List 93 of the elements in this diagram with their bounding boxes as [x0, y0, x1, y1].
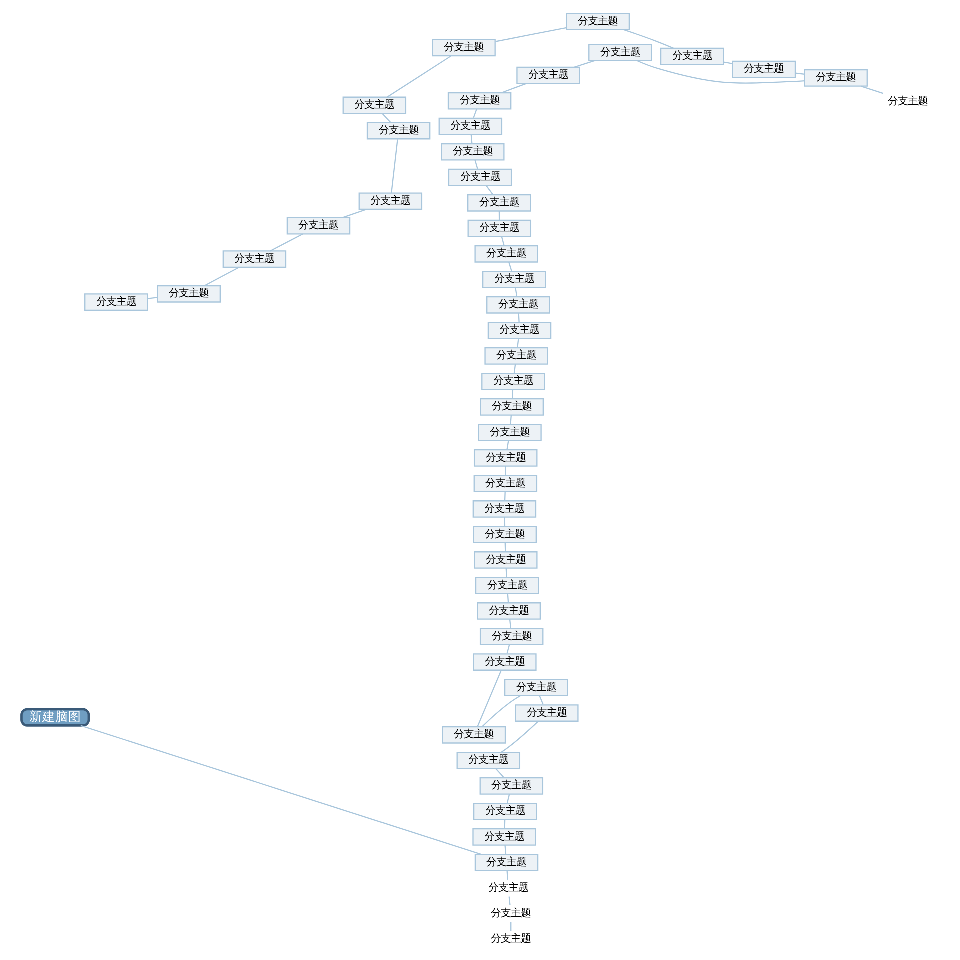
connector	[518, 312, 520, 322]
node-box: 分支主题	[358, 192, 422, 210]
node-box: 分支主题	[472, 526, 536, 543]
connector	[382, 113, 391, 123]
connector	[505, 568, 507, 577]
connector	[795, 72, 804, 74]
node-box: 分支主题	[474, 551, 538, 568]
connector	[80, 724, 482, 855]
node-box: 分支主题	[479, 628, 544, 645]
connector	[500, 236, 504, 246]
node-box: 分支主题	[476, 602, 541, 620]
node-box: 分支主题	[366, 122, 430, 140]
connector	[342, 208, 366, 218]
node-box: 分支主题	[472, 500, 536, 518]
node-box: 分支主题	[440, 142, 504, 160]
node-box: 分支主题	[804, 68, 868, 86]
node-text: 分支主题	[887, 94, 928, 107]
connector	[470, 134, 472, 144]
connector	[506, 593, 509, 602]
node-box: 分支主题	[472, 802, 537, 820]
connector	[538, 695, 544, 704]
connector	[623, 28, 674, 48]
node-box: 分支主题	[487, 321, 552, 339]
node-box: 分支主题	[481, 372, 545, 390]
connector	[147, 296, 157, 299]
node-box: 分支主题	[474, 244, 538, 262]
node-box: 分支主题	[473, 449, 538, 466]
node-box: 分支主题	[516, 66, 580, 84]
node-box: 分支主题	[438, 117, 502, 135]
node-box: 分支主题	[474, 576, 539, 594]
node-box: 分支主题	[484, 346, 548, 364]
connector	[723, 61, 732, 64]
node-box: 分支主题	[84, 293, 148, 310]
connector	[476, 670, 502, 726]
node-box: 分支主题	[660, 47, 724, 65]
connector	[482, 694, 520, 727]
connector	[506, 440, 509, 450]
node-text: 分支主题	[488, 881, 528, 894]
node-box: 分支主题	[222, 250, 286, 268]
node-box: 分支主题	[473, 474, 538, 492]
node-box: 分支主题	[478, 424, 542, 441]
connector	[574, 60, 594, 68]
node-box: 分支主题	[467, 194, 531, 212]
connector	[506, 644, 510, 654]
node-box: 分支主题	[456, 751, 520, 769]
connector	[270, 233, 303, 252]
node-box: 分支主题	[566, 12, 630, 30]
node-box: 分支主题	[482, 270, 546, 288]
node-box: 分支主题	[447, 92, 512, 110]
node-box: 分支主题	[514, 704, 578, 722]
node-text: 分支主题	[490, 906, 531, 919]
connector	[508, 896, 510, 906]
node-box: 分支主题	[504, 678, 568, 696]
connector	[386, 55, 452, 98]
node-box: 分支主题	[342, 96, 406, 114]
connector	[508, 618, 511, 628]
node-box: 分支主题	[467, 219, 531, 237]
node-box: 分支主题	[448, 168, 512, 186]
node-box: 分支主题	[286, 216, 350, 234]
connector	[504, 491, 506, 500]
connector	[501, 82, 526, 93]
connector	[508, 262, 512, 271]
connector	[474, 160, 478, 169]
connector	[390, 139, 398, 193]
connector	[495, 768, 504, 778]
connector	[504, 844, 506, 854]
node-box: 分支主题	[474, 854, 538, 871]
node-box: 分支主题	[432, 38, 496, 56]
connector	[495, 26, 566, 42]
connector	[204, 266, 239, 286]
node-box: 分支主题	[479, 776, 544, 794]
connector	[506, 794, 510, 803]
node-box: 分支主题	[472, 828, 536, 846]
node-box: 分支主题	[588, 44, 652, 62]
connector	[486, 185, 493, 194]
node-box: 新建脑图	[20, 708, 90, 726]
connector	[506, 870, 508, 880]
node-box: 分支主题	[486, 296, 550, 314]
connector	[504, 466, 506, 475]
node-text: 分支主题	[490, 932, 531, 944]
connector	[510, 414, 512, 424]
node-box: 分支主题	[732, 60, 796, 78]
node-box: 分支主题	[472, 653, 536, 670]
node-box: 分支主题	[442, 726, 506, 744]
connector	[472, 108, 477, 118]
connector	[516, 338, 519, 348]
connector	[514, 287, 518, 296]
node-box: 分支主题	[156, 284, 220, 302]
connector	[500, 720, 538, 753]
connector	[860, 85, 883, 94]
connector	[513, 364, 516, 373]
connector	[512, 389, 514, 398]
node-box: 分支主题	[480, 398, 544, 416]
